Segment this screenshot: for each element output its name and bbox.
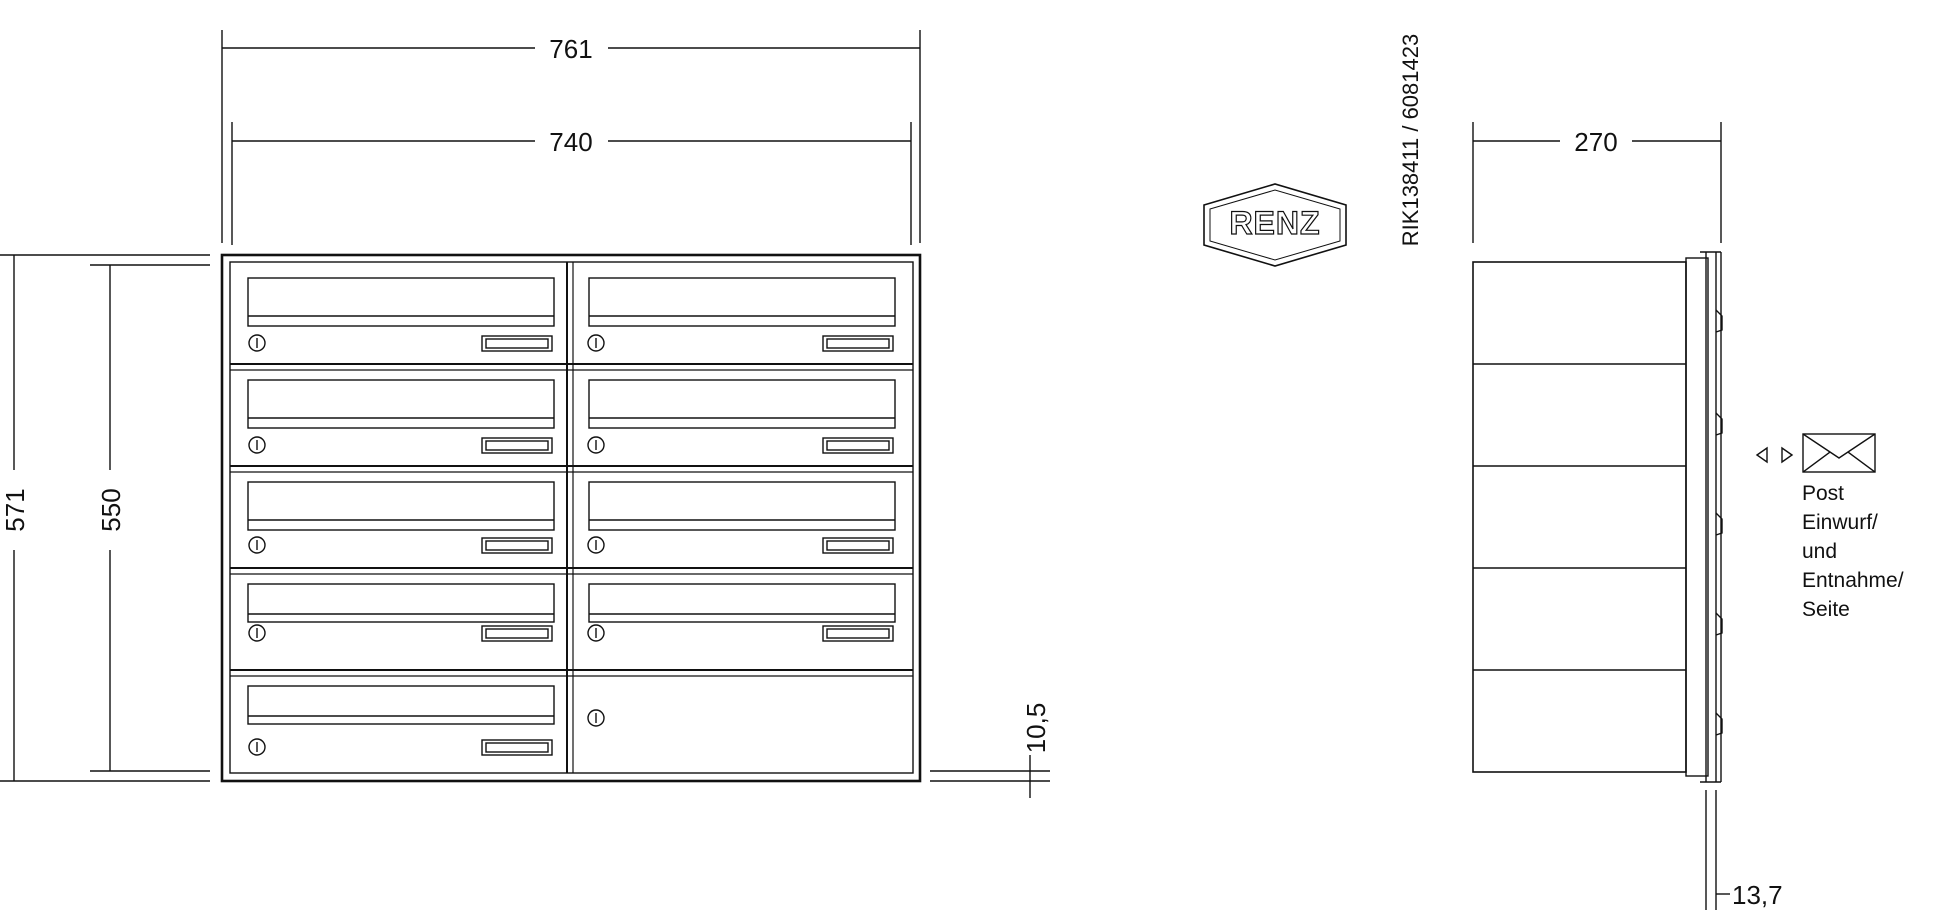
front-frame-inner: [229, 261, 914, 774]
mailbox-unit-r4-c1: [247, 583, 555, 642]
label-bottom-offset: 10,5: [1021, 703, 1051, 754]
legend-line-3: und: [1802, 540, 1837, 563]
label-inner-height: 550: [96, 488, 126, 531]
article-number: RIK138411 / 6081423: [1398, 34, 1423, 246]
legend-line-4: Entnahme/: [1802, 569, 1904, 592]
mailbox-unit-r1-c2: [587, 277, 896, 352]
legend-line-5: Seite: [1802, 598, 1850, 621]
dimension-inner-width: [231, 122, 912, 245]
arrows-icon: [1755, 446, 1794, 464]
mailbox-unit-r1-c1: [247, 277, 555, 352]
legend-line-2: Einwurf/: [1802, 511, 1878, 534]
renz-logo: RENZ: [1203, 183, 1347, 267]
label-total-height: 571: [0, 488, 30, 531]
dimension-bottom-offset: [930, 755, 1050, 798]
dimension-side-offset: [1705, 790, 1730, 910]
mailbox-unit-r4-c2: [587, 583, 896, 642]
legend-text: Post Einwurf/ und Entnahme/ Seite: [1802, 482, 1904, 621]
side-view-body: [1472, 251, 1723, 783]
mailbox-unit-r2-c2: [587, 379, 896, 454]
label-total-width: 761: [549, 34, 592, 64]
label-inner-width: 740: [549, 127, 592, 157]
legend-line-1: Post: [1802, 482, 1844, 505]
label-depth: 270: [1574, 127, 1617, 157]
mailbox-unit-r3-c1: [247, 481, 555, 554]
dimension-total-width: [221, 30, 921, 243]
mailbox-unit-r2-c1: [247, 379, 555, 454]
mailbox-unit-r3-c2: [587, 481, 896, 554]
blank-panel-r5-c2: [587, 709, 605, 727]
dimension-depth: [1472, 122, 1722, 243]
envelope-icon: [1802, 433, 1876, 473]
label-side-offset: 13,7: [1732, 880, 1783, 910]
dimension-total-height: [0, 254, 210, 782]
mailbox-unit-r5-c1: [247, 685, 555, 756]
front-frame-outer: [220, 253, 922, 783]
dimension-inner-height: [90, 264, 210, 772]
renz-logo-text: RENZ: [1229, 205, 1320, 241]
